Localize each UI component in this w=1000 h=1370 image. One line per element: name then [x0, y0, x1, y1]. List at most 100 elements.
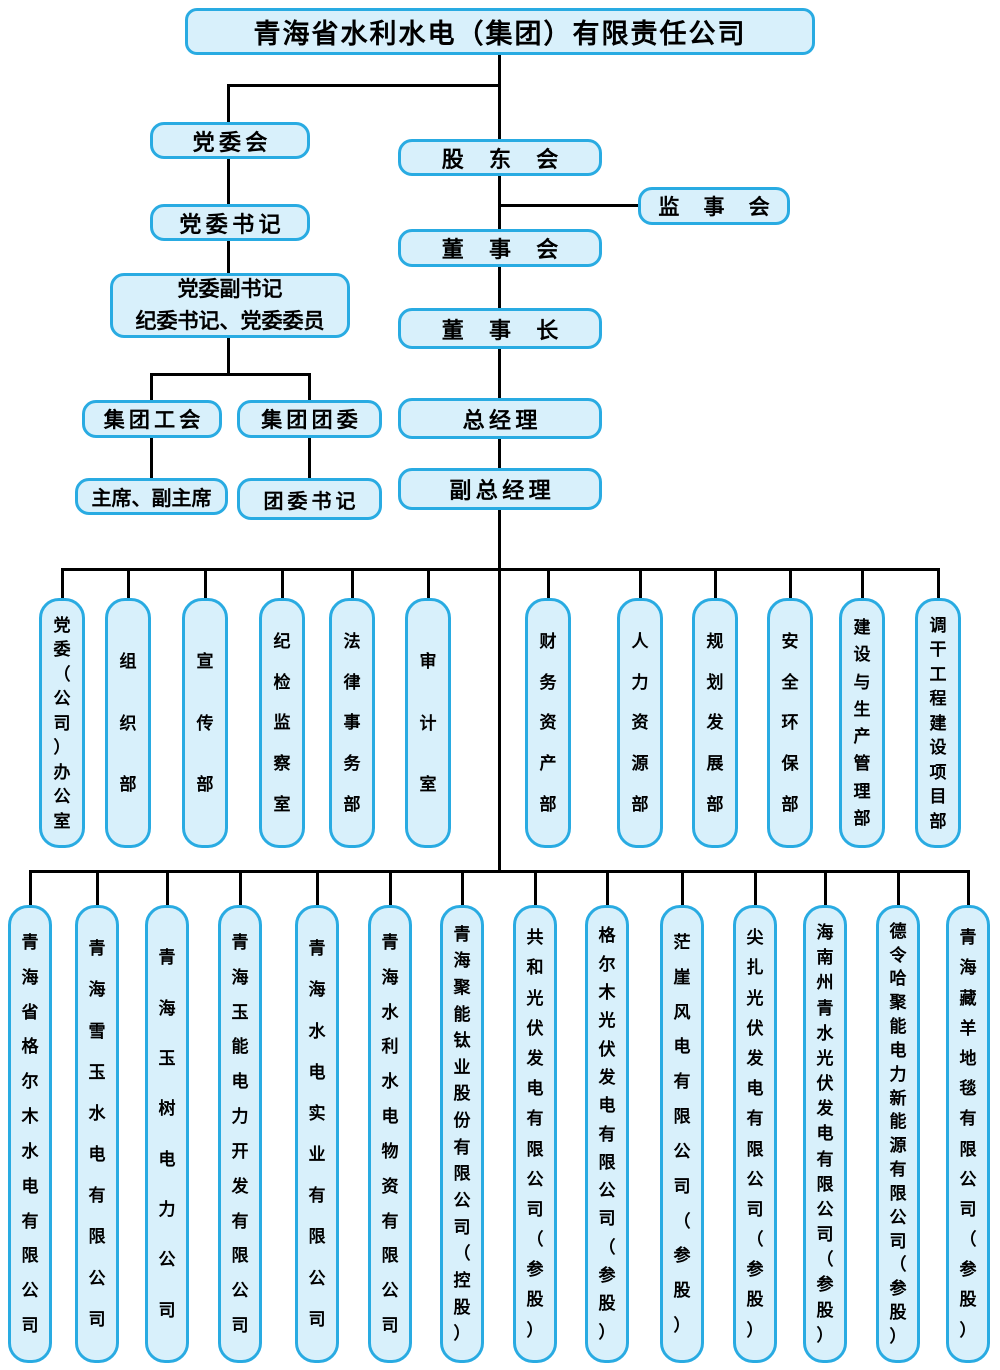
board-chairman-box: 董事长	[398, 308, 602, 349]
connector-line	[239, 870, 242, 907]
subsidiary-box-14: 青海藏羊地毯有限公司（参股）	[946, 905, 990, 1363]
board-chairman-label: 董事长	[441, 317, 584, 343]
subsidiary-box-6: 青海水利水电物资有限公司	[368, 905, 412, 1363]
department-box-6: 审计室	[405, 598, 451, 848]
department-box-5: 法律事务部	[329, 598, 375, 848]
connector-line	[29, 870, 970, 873]
department-box-9: 规划发展部	[692, 598, 738, 848]
connector-line	[227, 158, 230, 206]
connector-line	[498, 438, 501, 470]
shareholders-meeting-box: 股东会	[398, 139, 602, 176]
group-union-box: 集团工会	[82, 400, 222, 438]
connector-line	[166, 870, 169, 907]
subsidiary-box-3: 青海玉树电力公司	[145, 905, 189, 1363]
subsidiary-box-5: 青海水电实业有限公司	[295, 905, 339, 1363]
department-box-10: 安全环保部	[767, 598, 813, 848]
connector-line	[61, 568, 939, 571]
connector-line	[61, 568, 64, 600]
connector-line	[897, 870, 900, 907]
board-of-directors-label: 董事会	[441, 237, 584, 262]
root-company-name: 青海省水利水电（集团）有限责任公司	[253, 19, 747, 49]
board-of-directors-box: 董事会	[398, 229, 602, 267]
connector-line	[308, 373, 311, 402]
connector-line	[461, 870, 464, 907]
subsidiary-box-8: 共和光伏发电有限公司（参股）	[513, 905, 557, 1363]
department-box-4: 纪检监察室	[259, 598, 305, 848]
party-committee-box: 党委会	[150, 122, 310, 159]
connector-line	[308, 437, 311, 480]
connector-line	[498, 54, 501, 139]
root-company-box: 青海省水利水电（集团）有限责任公司	[185, 8, 815, 55]
connector-line	[316, 870, 319, 907]
connector-line	[150, 373, 311, 376]
connector-line	[937, 568, 940, 600]
deputy-general-manager-label: 副总经理	[449, 478, 555, 503]
department-box-12: 调干工程建设项目部	[915, 598, 961, 848]
league-secretary-label: 团委书记	[263, 490, 360, 513]
department-box-3: 宣传部	[182, 598, 228, 848]
subsidiary-box-4: 青海玉能电力开发有限公司	[218, 905, 262, 1363]
connector-line	[389, 870, 392, 907]
group-union-label: 集团工会	[103, 408, 205, 432]
connector-line	[127, 568, 130, 600]
subsidiary-box-10: 茫崖风电有限公司（参股）	[660, 905, 704, 1363]
shareholders-meeting-label: 股东会	[441, 146, 584, 172]
department-box-2: 组织部	[105, 598, 151, 848]
party-deputy-box: 党委副书记 纪委书记、党委委员	[110, 273, 350, 338]
party-secretary-box: 党委书记	[150, 204, 310, 241]
group-youth-league-box: 集团团委	[237, 400, 382, 438]
party-secretary-label: 党委书记	[179, 211, 285, 237]
connector-line	[427, 568, 430, 600]
connector-line	[227, 84, 501, 87]
department-box-1: 党委（公司）办公室	[39, 598, 85, 848]
connector-line	[227, 84, 230, 124]
union-chairman-box: 主席、副主席	[75, 478, 228, 515]
subsidiary-box-7: 青海聚能钛业股份有限公司（控股）	[440, 905, 484, 1363]
connector-line	[227, 337, 230, 376]
subsidiary-box-13: 德令哈聚能电力新能源有限公司（参股）	[876, 905, 920, 1363]
connector-line	[681, 870, 684, 907]
connector-line	[639, 568, 642, 600]
connector-line	[498, 509, 501, 872]
connector-line	[500, 204, 640, 207]
department-box-8: 人力资源部	[617, 598, 663, 848]
general-manager-label: 总经理	[462, 407, 542, 433]
connector-line	[227, 240, 230, 275]
supervisory-board-label: 监事会	[658, 195, 794, 219]
connector-line	[498, 348, 501, 400]
department-box-11: 建设与生产管理部	[839, 598, 885, 848]
department-box-7: 财务资产部	[525, 598, 571, 848]
connector-line	[754, 870, 757, 907]
general-manager-box: 总经理	[398, 398, 602, 439]
connector-line	[96, 870, 99, 907]
connector-line	[861, 568, 864, 600]
union-chairman-label: 主席、副主席	[91, 488, 212, 510]
connector-line	[204, 568, 207, 600]
connector-line	[498, 266, 501, 310]
connector-line	[498, 175, 501, 231]
connector-line	[150, 437, 153, 480]
party-deputy-line1: 党委副书记	[177, 277, 283, 301]
connector-line	[534, 870, 537, 907]
party-committee-label: 党委会	[192, 129, 272, 155]
group-youth-league-label: 集团团委	[261, 408, 362, 432]
connector-line	[606, 870, 609, 907]
league-secretary-box: 团委书记	[237, 478, 382, 520]
subsidiary-box-9: 格尔木光伏发电有限公司（参股）	[585, 905, 629, 1363]
connector-line	[789, 568, 792, 600]
connector-line	[824, 870, 827, 907]
subsidiary-box-1: 青海省格尔木水电有限公司	[8, 905, 52, 1363]
connector-line	[714, 568, 717, 600]
connector-line	[547, 568, 550, 600]
party-deputy-line2: 纪委书记、党委委员	[135, 308, 325, 333]
deputy-general-manager-box: 副总经理	[398, 468, 602, 510]
connector-line	[351, 568, 354, 600]
subsidiary-box-11: 尖扎光伏发电有限公司（参股）	[733, 905, 777, 1363]
connector-line	[281, 568, 284, 600]
connector-line	[967, 870, 970, 907]
subsidiary-box-12: 海南州青水光伏发电有限公司（参股）	[803, 905, 847, 1363]
supervisory-board-box: 监事会	[638, 187, 790, 225]
connector-line	[29, 870, 32, 907]
subsidiary-box-2: 青海雪玉水电有限公司	[75, 905, 119, 1363]
